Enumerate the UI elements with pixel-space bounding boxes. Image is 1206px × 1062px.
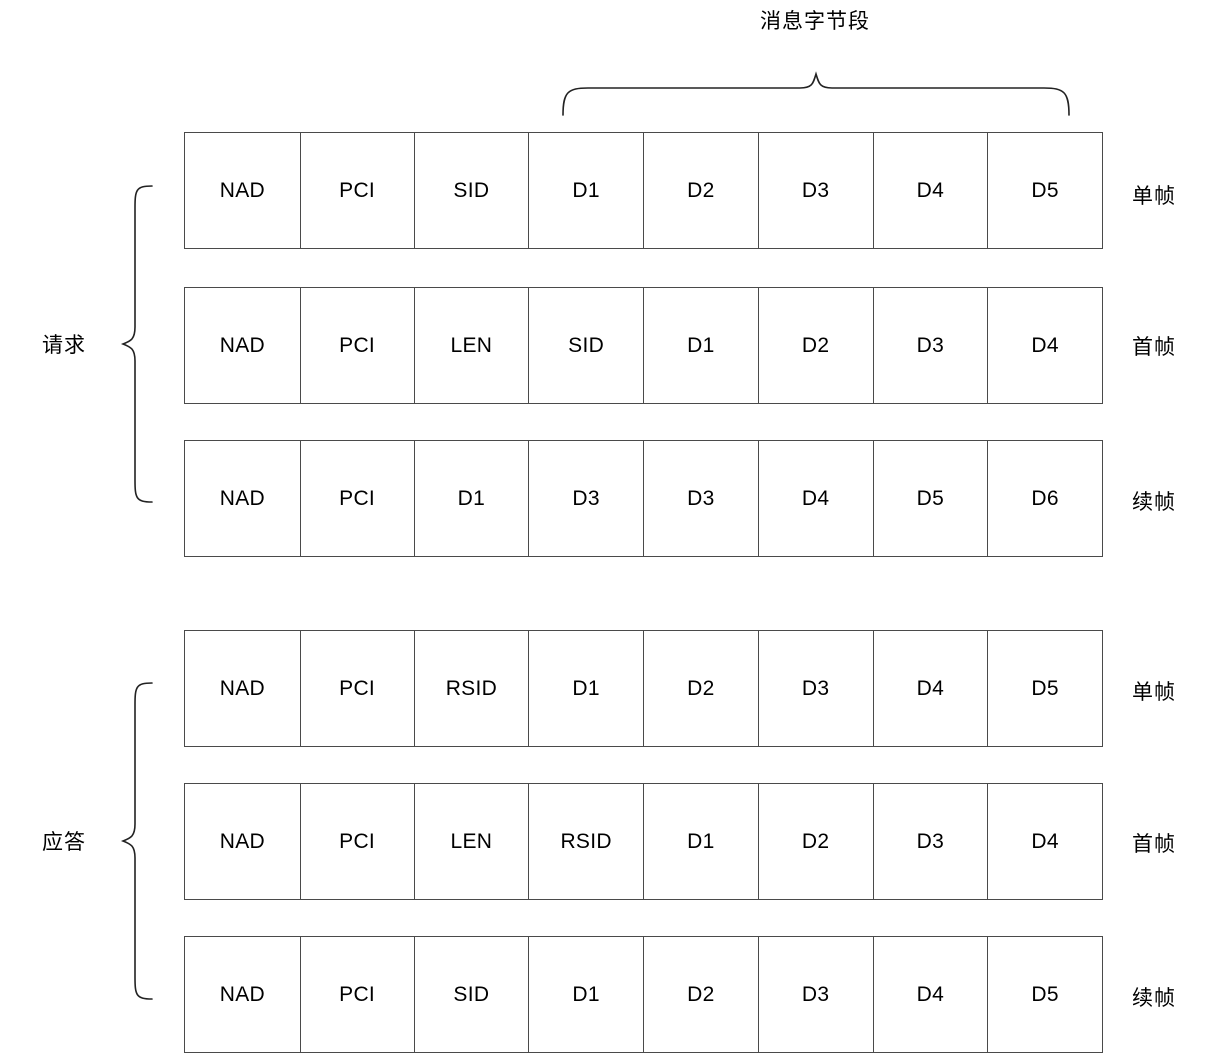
frame-cell: D3 <box>874 288 989 403</box>
frame-cell: D1 <box>529 631 644 746</box>
frame-cell: D3 <box>529 441 644 556</box>
response-group-brace <box>120 682 153 1000</box>
row-label-response-single: 单帧 <box>1132 681 1176 704</box>
frame-cell: RSID <box>415 631 530 746</box>
frame-row-request-first: NAD PCI LEN SID D1 D2 D3 D4 <box>184 287 1103 404</box>
frame-cell: PCI <box>301 631 415 746</box>
row-label-response-consecutive: 续帧 <box>1132 987 1176 1010</box>
row-label-request-first: 首帧 <box>1132 336 1176 359</box>
frame-cell: D2 <box>759 288 874 403</box>
frame-cell: D4 <box>874 631 989 746</box>
frame-cell: D2 <box>644 631 759 746</box>
frame-cell: NAD <box>185 441 301 556</box>
frame-row-response-first: NAD PCI LEN RSID D1 D2 D3 D4 <box>184 783 1103 900</box>
frame-cell: SID <box>415 133 530 248</box>
message-bytes-brace <box>562 71 1070 116</box>
frame-cell: LEN <box>415 288 530 403</box>
frame-cell: D1 <box>415 441 530 556</box>
frame-cell: SID <box>415 937 530 1052</box>
frame-cell: D3 <box>759 631 874 746</box>
frame-cell: D1 <box>529 937 644 1052</box>
frame-cell: D6 <box>1031 486 1059 510</box>
frame-cell: D1 <box>529 133 644 248</box>
frame-cell: PCI <box>301 288 415 403</box>
frame-cell: PCI <box>301 784 415 899</box>
frame-cell: D5 <box>1031 982 1059 1006</box>
frame-cell: D3 <box>759 133 874 248</box>
diagram-title-text: 消息字节段 <box>760 10 870 33</box>
row-label-request-single: 单帧 <box>1132 185 1176 208</box>
group-label-response: 应答 <box>42 831 86 854</box>
frame-row-response-single: NAD PCI RSID D1 D2 D3 D4 D5 <box>184 630 1103 747</box>
frame-cell: D4 <box>1031 829 1059 853</box>
frame-cell: PCI <box>301 937 415 1052</box>
frame-cell: D5 <box>1031 178 1059 202</box>
frame-cell: D2 <box>644 937 759 1052</box>
frame-cell: D5 <box>874 441 989 556</box>
frame-cell: NAD <box>185 631 301 746</box>
row-label-response-first: 首帧 <box>1132 833 1176 856</box>
diagram-title: 消息字节段 <box>0 7 1206 37</box>
frame-cell: D3 <box>874 784 989 899</box>
frame-row-request-consecutive: NAD PCI D1 D3 D3 D4 D5 D6 <box>184 440 1103 557</box>
frame-cell: SID <box>529 288 644 403</box>
group-label-request: 请求 <box>42 334 86 357</box>
request-group-brace <box>120 185 153 503</box>
frame-cell: PCI <box>301 441 415 556</box>
frame-cell: D2 <box>759 784 874 899</box>
frame-cell: D1 <box>644 784 759 899</box>
frame-row-request-single: NAD PCI SID D1 D2 D3 D4 D5 <box>184 132 1103 249</box>
frame-cell: LEN <box>415 784 530 899</box>
frame-cell: NAD <box>185 784 301 899</box>
frame-row-response-consecutive: NAD PCI SID D1 D2 D3 D4 D5 <box>184 936 1103 1053</box>
row-label-request-consecutive: 续帧 <box>1132 491 1176 514</box>
frame-cell: D4 <box>874 937 989 1052</box>
frame-cell: PCI <box>301 133 415 248</box>
frame-cell: D2 <box>644 133 759 248</box>
frame-cell: NAD <box>185 937 301 1052</box>
frame-cell: D4 <box>1031 333 1059 357</box>
frame-cell: NAD <box>185 288 301 403</box>
frame-cell: D4 <box>874 133 989 248</box>
frame-cell: D5 <box>1031 676 1059 700</box>
frame-cell: RSID <box>529 784 644 899</box>
frame-cell: D1 <box>644 288 759 403</box>
frame-cell: NAD <box>185 133 301 248</box>
frame-cell: D4 <box>759 441 874 556</box>
frame-cell: D3 <box>644 441 759 556</box>
frame-cell: D3 <box>759 937 874 1052</box>
